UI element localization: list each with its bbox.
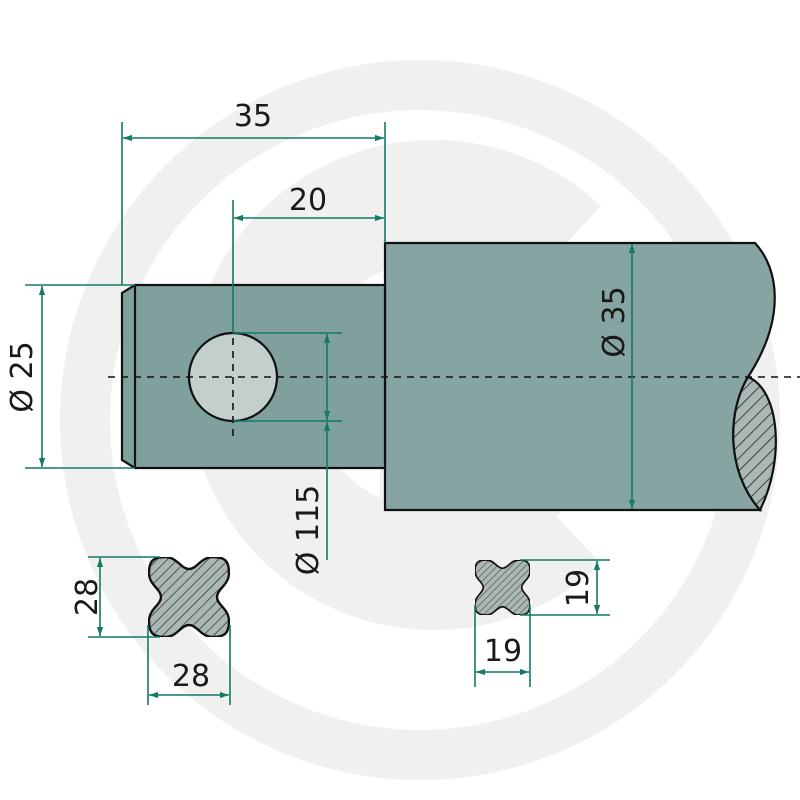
svg-text:35: 35 — [234, 99, 272, 134]
svg-text:Ø 25: Ø 25 — [5, 341, 40, 412]
svg-text:Ø 35: Ø 35 — [597, 286, 632, 357]
dimension-pin-diameter: Ø 25 — [5, 284, 135, 469]
cross-section-large: 28 28 — [70, 556, 231, 705]
dimension-shaft-diameter: Ø 35 — [597, 244, 636, 509]
dimension-hole-position: 20 — [232, 183, 384, 333]
cross-section-small: 19 19 — [474, 559, 610, 687]
svg-text:19: 19 — [484, 634, 522, 669]
break-section — [732, 375, 777, 512]
svg-text:28: 28 — [70, 578, 105, 616]
dimension-hole-diameter: Ø 115 — [233, 332, 342, 575]
svg-text:20: 20 — [289, 183, 327, 218]
svg-text:Ø 115: Ø 115 — [291, 485, 326, 575]
dimension-overall-length: 35 — [121, 99, 386, 285]
svg-text:19: 19 — [561, 569, 596, 607]
svg-text:28: 28 — [172, 659, 210, 694]
